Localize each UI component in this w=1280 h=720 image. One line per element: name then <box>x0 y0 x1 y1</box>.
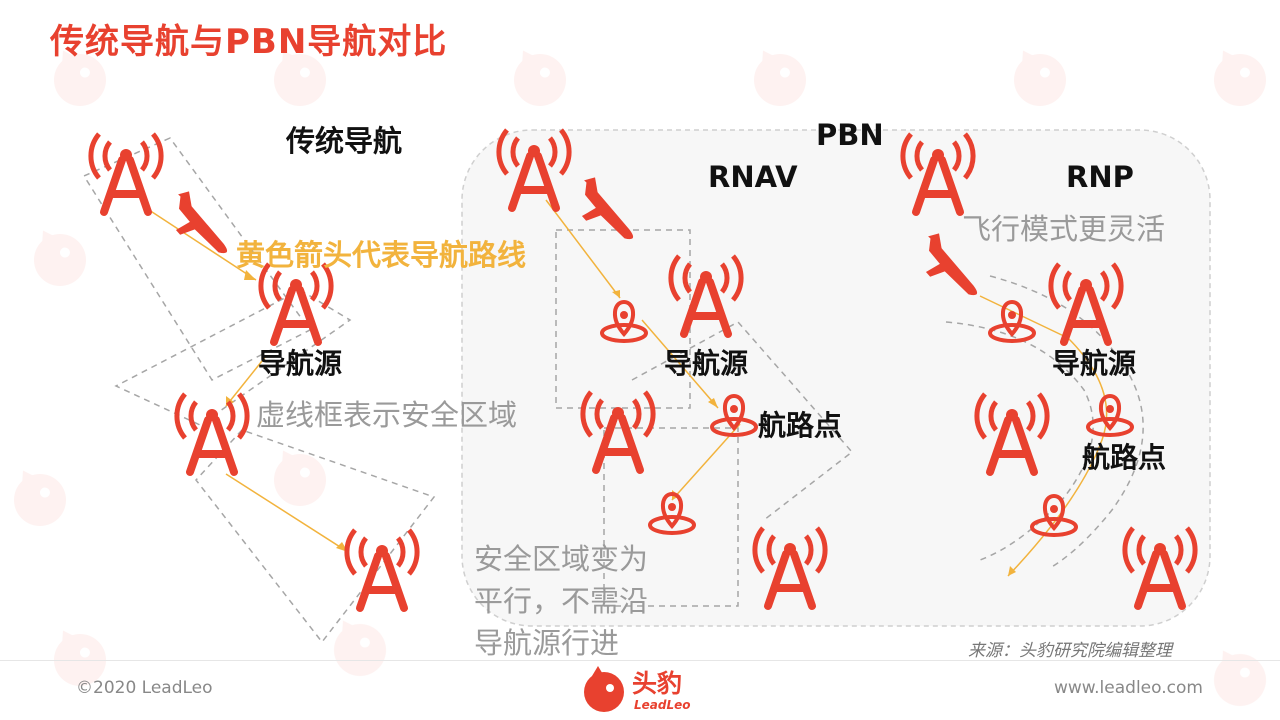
nav-source-label: 导航源 <box>258 347 343 380</box>
airplane-icon <box>161 187 244 260</box>
tower-icon <box>91 134 161 212</box>
section-rnav: RNAV <box>708 160 798 194</box>
page-title: 传统导航与PBN导航对比 <box>50 22 448 62</box>
nav-source-label: 导航源 <box>664 347 749 380</box>
waypoint-label: 航路点 <box>1082 441 1167 474</box>
flexible-note: 飞行模式更灵活 <box>962 212 1166 246</box>
parallel-note-line2: 平行，不需沿 <box>474 584 649 618</box>
section-pbn: PBN <box>816 118 884 152</box>
nav-source-label: 导航源 <box>1052 347 1137 380</box>
section-rnp: RNP <box>1066 160 1134 194</box>
copyright: ©2020 LeadLeo <box>76 678 213 698</box>
traditional-safety-zones <box>82 137 436 644</box>
tower-icon <box>177 394 247 472</box>
logo-name: 头豹 <box>632 669 683 698</box>
website-link[interactable]: www.leadleo.com <box>1054 678 1203 698</box>
pbn-panel <box>461 129 1211 627</box>
section-traditional: 传统导航 <box>286 124 403 158</box>
parallel-note-line1: 安全区域变为 <box>474 542 649 576</box>
parallel-note-line3: 导航源行进 <box>474 626 620 660</box>
source-note: 来源：头豹研究院编辑整理 <box>968 641 1172 661</box>
yellow-arrow-note: 黄色箭头代表导航路线 <box>236 238 527 272</box>
dashed-box-note: 虚线框表示安全区域 <box>256 398 518 432</box>
logo-subtitle: LeadLeo <box>634 698 691 712</box>
waypoint-label: 航路点 <box>758 409 843 442</box>
footer-divider <box>0 660 1280 661</box>
leadleo-logo-icon <box>584 666 624 712</box>
